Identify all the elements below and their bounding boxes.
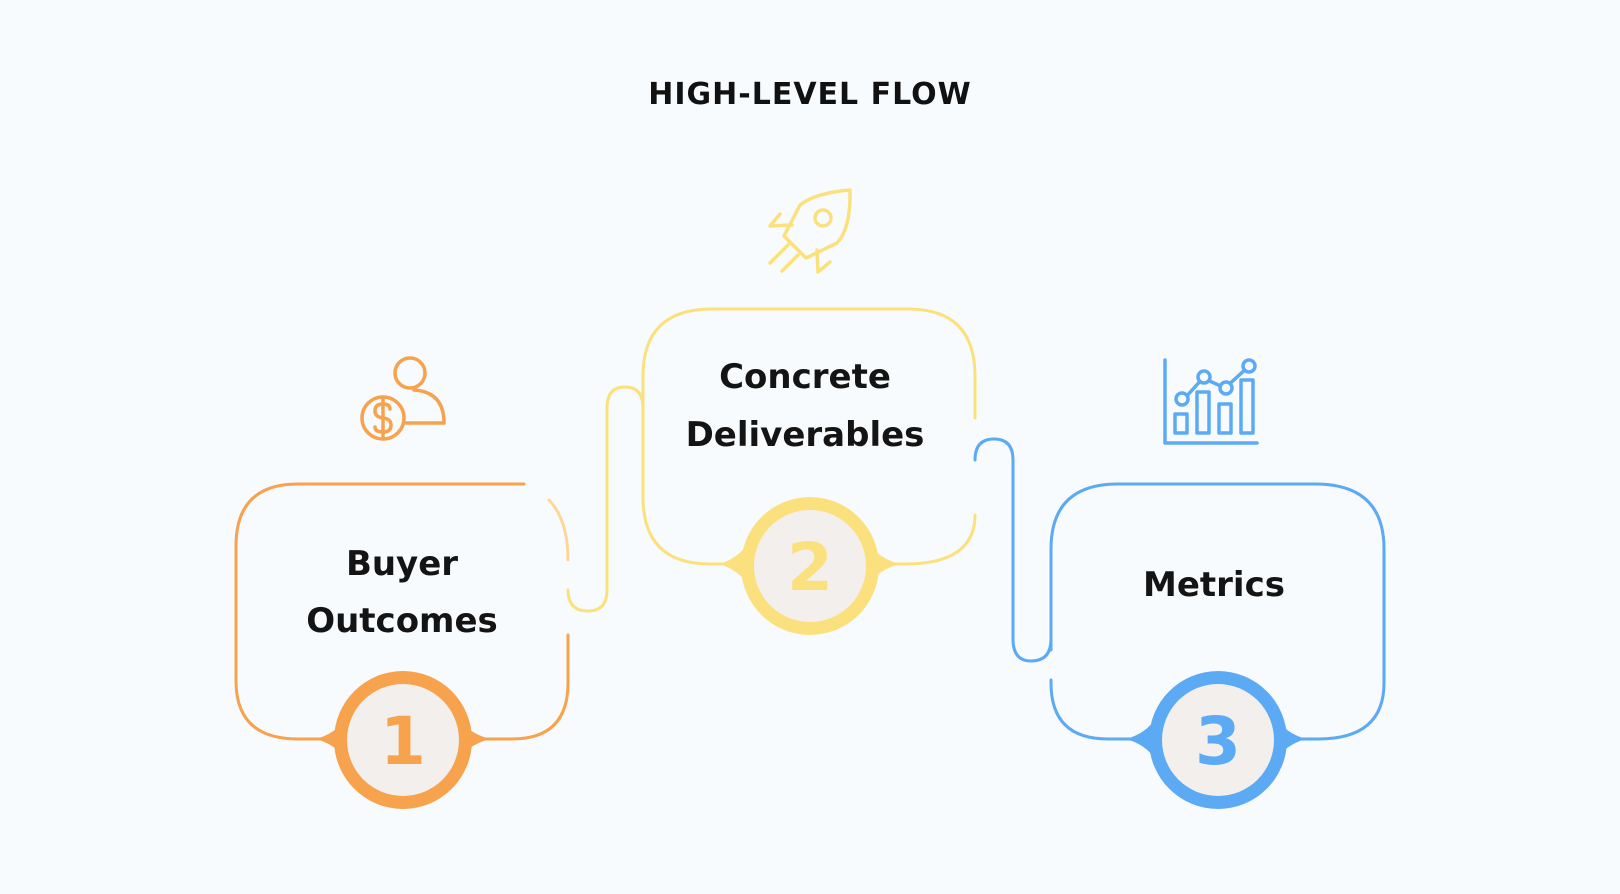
step-1-badge-inner	[347, 684, 459, 796]
bar-chart-icon	[1163, 358, 1259, 445]
step-1-label-line-1: Buyer	[346, 544, 458, 584]
step-2: 2 Concrete Deliverables	[641, 188, 977, 635]
step-1-frame-accent	[547, 498, 570, 562]
page-title: HIGH-LEVEL FLOW	[648, 77, 971, 112]
step-2-frame	[641, 307, 977, 566]
step-3-number: 3	[1195, 703, 1241, 780]
step-1-frame	[234, 482, 570, 741]
step-2-label-line-1: Concrete	[719, 357, 891, 397]
step-1-number: 1	[380, 703, 426, 780]
step-1: 1 Buyer Outcomes	[234, 356, 570, 809]
person-dollar-icon	[360, 356, 446, 441]
step-2-badge-inner	[754, 510, 866, 622]
connector-2-3	[973, 437, 1053, 663]
step-3: 3 Metrics	[1049, 358, 1386, 809]
step-1-label-line-2: Outcomes	[306, 601, 498, 641]
connector-1-2	[566, 385, 645, 613]
step-3-label-line-1: Metrics	[1143, 565, 1285, 605]
step-2-label-line-2: Deliverables	[686, 415, 925, 455]
rocket-icon	[768, 188, 852, 274]
step-3-frame	[1049, 482, 1386, 741]
step-2-number: 2	[787, 529, 833, 606]
step-3-badge-inner	[1162, 684, 1274, 796]
